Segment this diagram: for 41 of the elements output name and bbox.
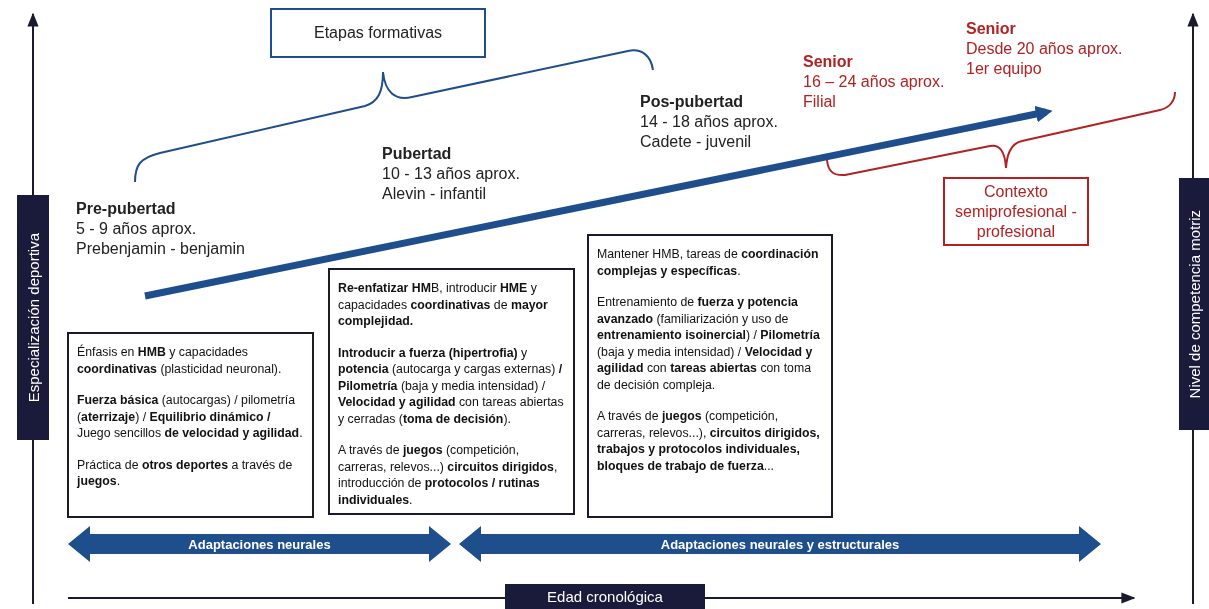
- paragraph: A través de juegos (competición, carreras, relevos...), circuitos dirigidos, trabajos y protocolos individuales, bloques de trabajo de fuerza...: [597, 408, 821, 474]
- stage-heading: Senior: [803, 52, 853, 72]
- stage-heading: Pos-pubertad: [640, 92, 744, 112]
- text-box: [587, 234, 833, 518]
- title-box: [270, 8, 486, 58]
- axis-label-band: [505, 584, 705, 609]
- stage-detail: Desde 20 años aprox.: [966, 39, 1123, 59]
- paragraph: Fuerza básica (autocargas) / pilometría (aterrizaje) / Equilibrio dinámico / Juego sencillos de velocidad y agilidad.: [77, 392, 304, 442]
- box-title: Contexto semiprofesional - profesional: [954, 181, 1078, 242]
- paragraph: Énfasis en HMB y capacidades coordinativas (plasticidad neuronal).: [77, 344, 283, 377]
- context-box: [943, 177, 1089, 246]
- stage-detail: Alevin - infantil: [382, 184, 487, 204]
- stage-detail: Prebenjamin - benjamin: [76, 239, 245, 259]
- paragraph: Entrenamiento de fuerza y potencia avanzado (familiarización y uso de entrenamiento isoinercial) / Pilometría (baja y media intensidad) / Velocidad y agilidad con tareas abiertas con toma de decisión compleja.: [597, 294, 821, 393]
- paragraph: Introducir a fuerza (hipertrofia) y potencia (autocarga y cargas externas) / Pilometría (baja y media intensidad) / Velocidad y agilidad con tareas abiertas y cerradas (toma de decisión).: [338, 344, 565, 427]
- range-banner: [459, 526, 1101, 562]
- stage-detail: 14 - 18 años aprox.: [640, 112, 778, 132]
- text-box: [67, 332, 314, 518]
- banner-label: Adaptaciones neurales y estructurales: [660, 536, 900, 552]
- stage-detail: Filial: [803, 92, 836, 112]
- box-title: Etapas formativas: [313, 23, 443, 43]
- axis-title: Edad cronológica: [547, 588, 663, 605]
- stage-detail: 1er equipo: [966, 59, 1042, 79]
- axis-label-band: [17, 195, 49, 440]
- stage-heading: Senior: [966, 19, 1016, 39]
- axis-title: Especialización deportiva: [24, 232, 42, 403]
- paragraph: Re-enfatizar HMB, introducir HME y capacidades coordinativas de mayor complejidad.: [338, 280, 549, 330]
- paragraph: Mantener HMB, tareas de coordinación complejas y específicas.: [597, 246, 820, 279]
- stage-heading: Pubertad: [382, 144, 452, 164]
- stage-detail: Cadete - juvenil: [640, 132, 752, 152]
- stage-detail: 5 - 9 años aprox.: [76, 219, 197, 239]
- stage-detail: 16 – 24 años aprox.: [803, 72, 945, 92]
- text-box: [328, 268, 575, 515]
- axis-label-band: [1179, 178, 1209, 430]
- banner-label: Adaptaciones neurales: [188, 536, 331, 552]
- paragraph: A través de juegos (competición, carreras, relevos...) circuitos dirigidos, introducción de protocolos / rutinas individuales.: [338, 442, 559, 508]
- stage-heading: Pre-pubertad: [76, 199, 176, 219]
- paragraph: Práctica de otros deportes a través de juegos.: [77, 456, 294, 490]
- range-banner: [68, 526, 451, 562]
- axis-title: Nivel de competencia motriz: [1185, 209, 1203, 399]
- stage-detail: 10 - 13 años aprox.: [382, 164, 520, 184]
